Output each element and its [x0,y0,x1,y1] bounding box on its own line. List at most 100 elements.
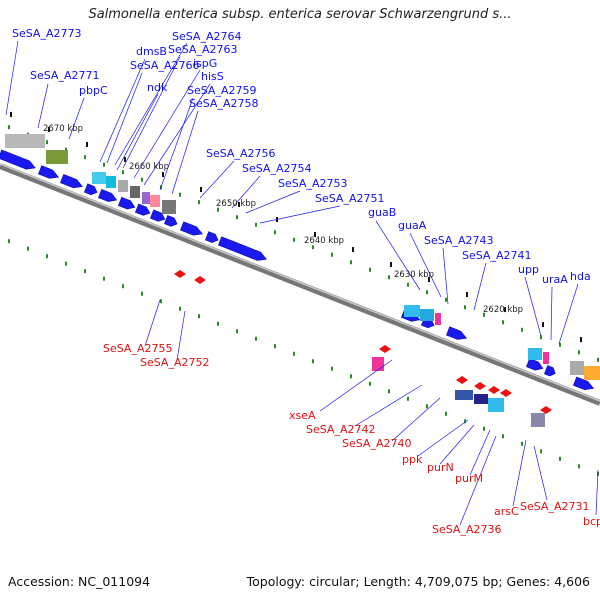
leader-line [354,384,423,427]
gc-tick [122,284,124,289]
forward-gene [544,365,556,377]
forward-gene-shape [544,365,556,377]
cog-box [488,398,504,412]
forward-gene-shape [118,196,136,210]
leader-line [99,58,146,163]
gene-label-fwd: hda [570,270,591,283]
forward-gene [526,358,544,371]
cog-box [584,366,600,380]
gc-tick [331,252,333,257]
gc-tick [426,290,428,295]
forward-gene-shape [0,149,36,170]
gene-label-rev: SeSA_A2755 [103,342,172,355]
leader-line [159,97,194,191]
gene-label-fwd: SeSA_A2759 [187,84,256,97]
forward-gene-shape [526,358,544,371]
gc-tick [502,320,504,325]
gc-tick [369,381,371,386]
forward-gene-shape [135,203,151,216]
genome-backbone [0,163,600,406]
reverse-gene [456,376,468,384]
leader-line [473,262,487,311]
leader-line [391,397,441,442]
leader-line [409,232,442,298]
cog-box [92,172,106,184]
leader-line [116,93,159,171]
reverse-gene [488,386,500,394]
gc-tick [141,291,143,296]
gc-tick [445,411,447,416]
leader-line [595,469,599,516]
gc-tick [464,305,466,310]
gene-label-rev: bcp [583,515,600,528]
gene-label-fwd: guaB [368,206,396,219]
gc-tick [502,434,504,439]
cog-box [420,309,434,321]
scale-tick [238,202,240,208]
gene-label-fwd: pbpC [79,84,108,97]
forward-gene [573,376,595,390]
leader-line [106,72,143,164]
gc-tick [217,207,219,212]
gc-tick [445,297,447,302]
gc-tick [483,312,485,317]
gc-tick [312,359,314,364]
leader-line [439,424,475,465]
forward-genes [0,149,595,390]
gene-label-rev: xseA [289,409,316,422]
leader-line [171,110,199,195]
gene-label-fwd: SeSA_A2754 [242,162,311,175]
kbp-label: 2620 kbp [483,305,523,315]
gc-tick [521,441,523,446]
gc-tick [84,155,86,160]
leader-line [5,40,19,116]
cog-box [474,394,488,404]
gc-tick [540,449,542,454]
gc-tick [407,282,409,287]
gc-tick [46,140,48,145]
leader-line [231,175,261,209]
gc-tick [388,275,390,280]
leader-line [37,83,49,129]
reverse-gene [174,270,186,278]
cog-box [118,180,128,192]
forward-gene [60,173,83,189]
scale-tick [162,171,164,177]
gc-tick [312,245,314,250]
cog-box [46,150,68,164]
gc-tick [198,200,200,205]
gc-tick [255,222,257,227]
gene-label-fwd: hisS [201,70,224,83]
kbp-label: 2640 kbp [304,236,344,246]
gc-tick [293,237,295,242]
forward-gene [0,149,36,170]
gene-label-fwd: SeSA_A2743 [424,234,493,247]
gene-label-fwd: SeSA_A2771 [30,69,99,82]
gc-tick [179,192,181,197]
cog-box [543,352,549,364]
gc-tick [388,389,390,394]
accession-label: Accession: NC_011094 [8,574,151,589]
gene-label-fwd: SeSA_A2763 [168,43,237,56]
kbp-label: 2660 kbp [129,162,169,172]
forward-gene [164,215,178,227]
gc-tick [331,366,333,371]
gene-label-fwd: SeSA_A2756 [206,147,275,160]
leader-line [68,97,85,140]
scale-tick [390,262,392,268]
gc-tick [350,374,352,379]
gc-tick [103,276,105,281]
cog-box [130,186,140,198]
forward-gene [38,165,60,179]
cog-box [570,361,584,375]
forward-gene-shape [98,188,118,202]
forward-gene-shape [205,231,219,243]
forward-gene [205,231,219,243]
leader-line [459,435,497,526]
forward-gene [446,326,468,340]
cog-box [531,413,545,427]
scale-tick [428,277,430,283]
leader-line [114,42,188,166]
cog-box [404,305,420,317]
